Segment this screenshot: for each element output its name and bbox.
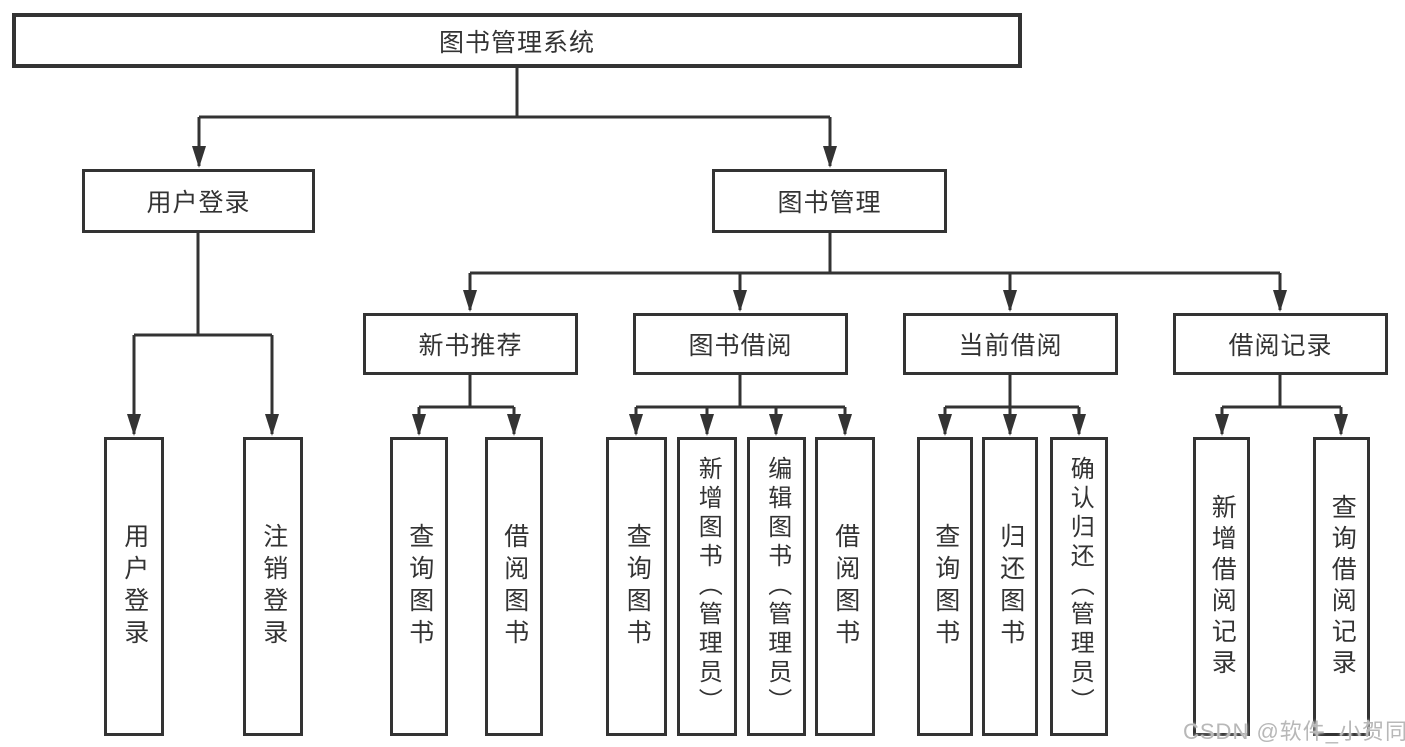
node-borrow-records: 借阅记录 (1173, 313, 1388, 375)
node-root: 图书管理系统 (12, 13, 1022, 68)
node-book-management: 图书管理 (712, 169, 947, 233)
leaf-add-borrow-record: 新增借阅记录 (1193, 437, 1250, 736)
leaf-add-book-admin: 新增图书（管理员） (677, 437, 737, 736)
watermark: CSDN @软件_小贺同学 (1183, 719, 1405, 744)
node-new-book-recommend: 新书推荐 (363, 313, 578, 375)
leaf-borrow-books-recommend: 借阅图书 (485, 437, 543, 736)
leaf-edit-book-admin: 编辑图书（管理员） (747, 437, 806, 736)
leaf-query-books-borrow: 查询图书 (606, 437, 667, 736)
leaf-query-books-recommend: 查询图书 (390, 437, 448, 736)
leaf-query-books-current: 查询图书 (917, 437, 973, 736)
leaf-user-login: 用户登录 (104, 437, 164, 736)
leaf-query-borrow-record: 查询借阅记录 (1313, 437, 1370, 736)
leaf-confirm-return-admin: 确认归还（管理员） (1050, 437, 1108, 736)
leaf-return-book: 归还图书 (982, 437, 1038, 736)
leaf-logout: 注销登录 (243, 437, 303, 736)
leaf-borrow-books-2: 借阅图书 (815, 437, 875, 736)
node-book-borrow: 图书借阅 (633, 313, 848, 375)
node-current-borrow: 当前借阅 (903, 313, 1118, 375)
node-user-login: 用户登录 (82, 169, 315, 233)
